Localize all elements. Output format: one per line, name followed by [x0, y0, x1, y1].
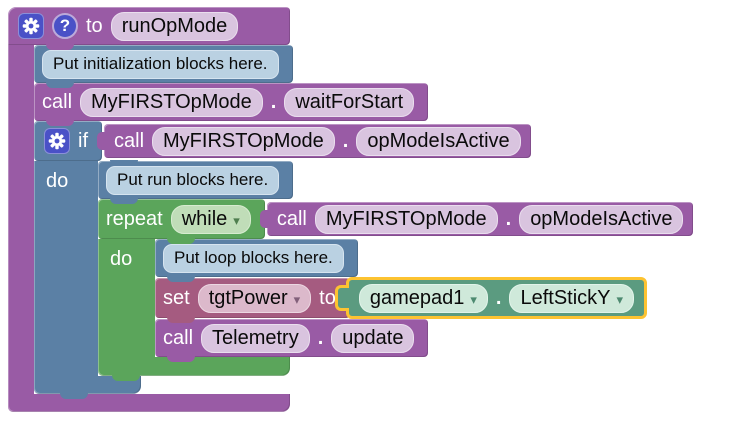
block-call-waitforstart[interactable]: call MyFIRSTOpMode . waitForStart: [34, 83, 429, 126]
variable-dropdown[interactable]: tgtPower ▾: [197, 283, 312, 313]
set-label: set: [163, 287, 190, 309]
do-label: do: [110, 248, 133, 270]
comment-text-field[interactable]: Put initialization blocks here.: [42, 49, 279, 79]
method-field: opModeIsActive: [519, 204, 684, 234]
comment-text-field[interactable]: Put run blocks here.: [106, 165, 280, 195]
if-do-spine: do: [34, 161, 98, 376]
block-call-telemetry-update[interactable]: call Telemetry . update: [155, 319, 429, 362]
if-label: if: [78, 130, 88, 152]
call-label: call: [276, 208, 307, 230]
dot-separator: .: [270, 91, 277, 113]
if-header[interactable]: if: [34, 121, 138, 166]
method-field: update: [331, 323, 415, 353]
block-function-runopmode[interactable]: ? to runOpMode Put initialization blocks…: [8, 7, 694, 412]
repeat-do-spine: do: [98, 239, 155, 357]
repeat-mode-dropdown[interactable]: while ▾: [170, 204, 251, 234]
call-label: call: [42, 91, 73, 113]
component-field: MyFIRSTOpMode: [152, 126, 335, 156]
method-field: waitForStart: [284, 87, 415, 117]
function-left-spine: [8, 45, 34, 394]
gear-icon[interactable]: [18, 13, 44, 39]
method-field: opModeIsActive: [356, 126, 521, 156]
function-name-field[interactable]: runOpMode: [110, 11, 239, 41]
call-label: call: [114, 130, 145, 152]
block-call-opmodeisactive-while[interactable]: call MyFIRSTOpMode . opModeIsActive: [259, 202, 694, 236]
block-comment-initialization[interactable]: Put initialization blocks here.: [34, 45, 293, 88]
function-to-label: to: [86, 15, 103, 37]
row-set-tgtpower: set tgtPower ▾ to: [155, 277, 648, 323]
device-dropdown[interactable]: gamepad1 ▾: [358, 283, 488, 313]
property-dropdown[interactable]: LeftStickY ▾: [509, 283, 635, 313]
component-field: MyFIRSTOpMode: [314, 204, 498, 234]
function-header[interactable]: ? to runOpMode: [8, 7, 290, 50]
function-footer: [8, 394, 290, 412]
block-if[interactable]: if call MyFIRSTOpMode . opModeIsActive d…: [34, 121, 694, 399]
dropdown-arrow-icon: ▾: [616, 291, 624, 307]
dot-separator: .: [505, 208, 512, 230]
block-comment-loop[interactable]: Put loop blocks here.: [155, 239, 358, 282]
block-comment-run[interactable]: Put run blocks here.: [98, 161, 294, 204]
dot-separator: .: [495, 287, 502, 309]
dot-separator: .: [342, 130, 349, 152]
dropdown-arrow-icon: ▾: [233, 212, 240, 228]
gear-icon[interactable]: [44, 128, 70, 154]
block-call-opmodeisactive-if[interactable]: call MyFIRSTOpMode . opModeIsActive: [97, 124, 531, 158]
dot-separator: .: [317, 327, 324, 349]
dropdown-arrow-icon: ▾: [293, 291, 301, 307]
repeat-label: repeat: [106, 208, 163, 230]
repeat-footer: [98, 357, 290, 381]
block-gamepad-leftsticky-highlighted[interactable]: gamepad1 ▾ . LeftStickY ▾: [334, 277, 648, 319]
to-label: to: [319, 287, 336, 309]
help-icon[interactable]: ?: [52, 13, 78, 39]
block-set-variable[interactable]: set tgtPower ▾ to: [155, 278, 350, 323]
dropdown-arrow-icon: ▾: [470, 291, 477, 307]
do-label: do: [46, 170, 69, 192]
comment-text-field[interactable]: Put loop blocks here.: [163, 243, 344, 273]
component-field: Telemetry: [201, 323, 310, 353]
component-field: MyFIRSTOpMode: [80, 87, 263, 117]
block-repeat-while[interactable]: repeat while ▾ call: [98, 199, 694, 381]
repeat-header[interactable]: repeat while ▾: [98, 199, 265, 244]
if-footer: [34, 376, 141, 399]
call-label: call: [163, 327, 194, 349]
